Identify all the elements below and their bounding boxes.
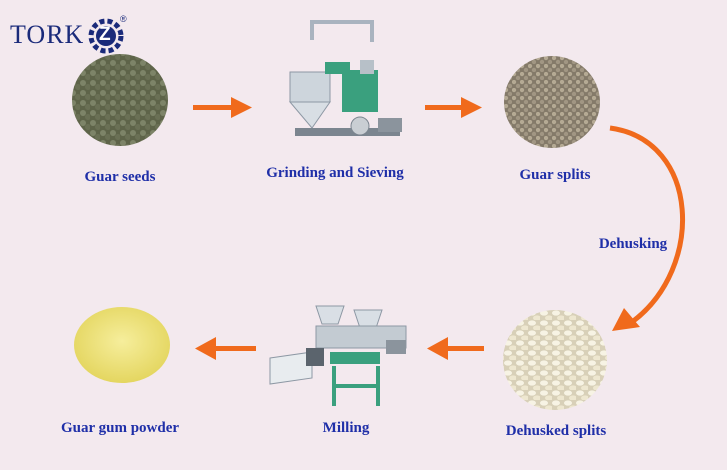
grinding-sieving-machine-image <box>288 20 402 136</box>
step-label-guar-seeds: Guar seeds <box>84 169 156 185</box>
arrow-dehusking-curve <box>609 125 685 331</box>
step-label-dehusked-splits: Dehusked splits <box>505 423 607 439</box>
guar-gum-powder-image <box>74 307 170 383</box>
guar-seeds-image <box>72 54 168 146</box>
step-label-grinding-sieving: Grinding and Sieving <box>266 165 404 181</box>
brand-logo: TORK <box>10 20 84 50</box>
arrow-seeds-to-grinding <box>193 97 252 118</box>
step-label-milling: Milling <box>322 420 370 436</box>
gear-logo-icon <box>88 18 124 54</box>
transition-label-dehusking: Dehusking <box>598 236 668 252</box>
milling-machine-image <box>269 305 407 406</box>
arrow-milling-to-powder <box>195 337 256 360</box>
registered-mark: ® <box>120 14 127 24</box>
dehusked-splits-image <box>503 310 607 410</box>
brand-mark-letter: Z <box>99 24 111 45</box>
step-label-guar-splits: Guar splits <box>519 167 591 183</box>
arrow-dehusked-to-milling <box>427 337 484 360</box>
guar-splits-image <box>504 56 600 148</box>
step-label-guar-gum-powder: Guar gum powder <box>60 420 180 436</box>
brand-name: TORK <box>10 20 85 49</box>
brand-mark: Z ® <box>86 14 127 56</box>
arrow-grinding-to-splits <box>425 97 482 118</box>
